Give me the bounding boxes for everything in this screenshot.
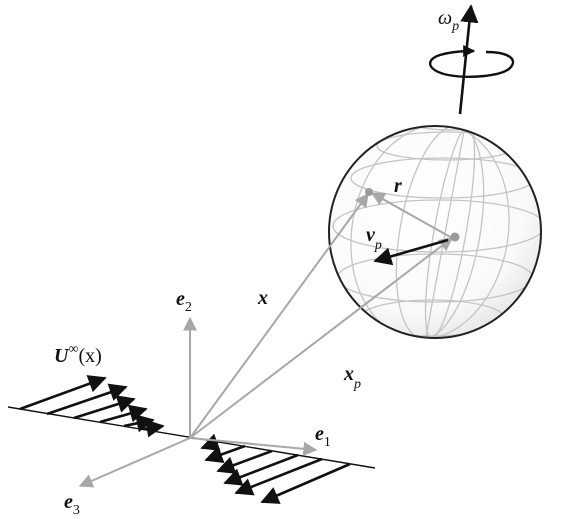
r-label: r	[394, 175, 402, 197]
x-vector	[189, 192, 369, 439]
position-vectors	[189, 192, 454, 439]
e1-axis	[189, 437, 318, 456]
sphere	[328, 125, 542, 339]
coordinate-axes	[78, 316, 318, 488]
e3-label: e3	[64, 491, 80, 518]
r-vector	[370, 192, 453, 239]
vp-vector	[373, 238, 449, 266]
flow-arrows-lower	[200, 433, 351, 504]
omega-label: ωp	[438, 7, 459, 34]
sphere-outline	[328, 125, 542, 339]
rotation-axis	[429, 4, 515, 115]
xp-label: xp	[343, 363, 361, 392]
xp-vector	[189, 237, 454, 439]
e1-label: e1	[315, 423, 331, 450]
surface-point	[365, 188, 373, 196]
x-label: x	[257, 287, 268, 309]
flow-arrows-upper	[19, 375, 165, 438]
U-inf-label: U∞(x)	[54, 342, 102, 367]
center-point	[450, 232, 460, 242]
e2-label: e2	[176, 288, 192, 315]
e3-axis	[78, 437, 191, 488]
vp-label: vp	[366, 224, 382, 253]
